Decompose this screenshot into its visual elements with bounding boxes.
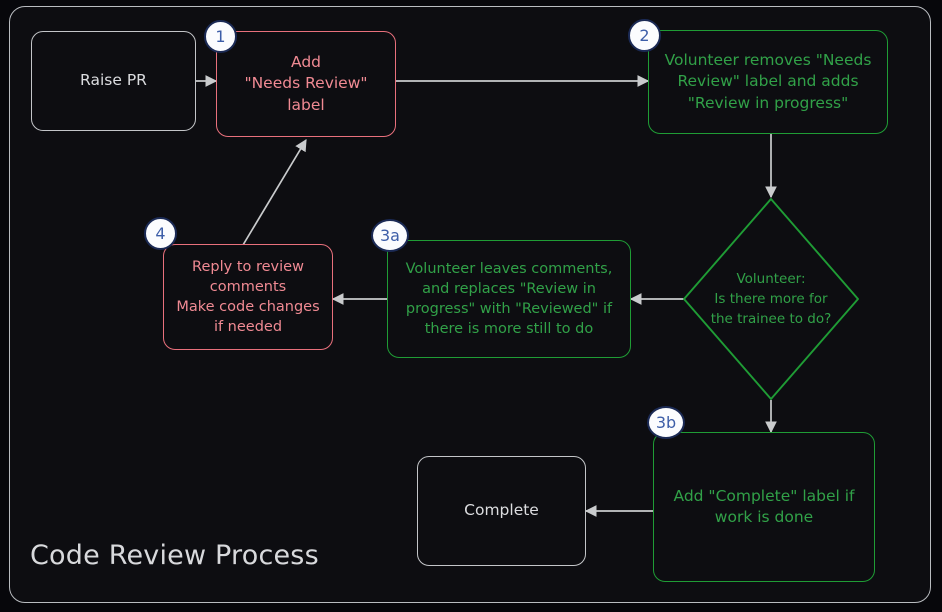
badge-2: 2 [628,19,661,52]
node-volunteer-comments-label: Volunteer leaves comments,and replaces "… [405,261,613,337]
diagram-title: Code Review Process [30,540,319,571]
node-raise-pr-label: Raise PR [80,71,147,90]
node-raise-pr[interactable]: Raise PR [31,31,196,131]
badge-4: 4 [144,217,177,250]
badge-1: 1 [204,20,237,53]
badge-3b: 3b [647,406,685,439]
node-add-label[interactable]: Add"Needs Review"label [216,31,396,137]
decision-diamond-shape [683,198,859,400]
node-add-label-label: Add"Needs Review"label [244,52,368,114]
badge-3a: 3a [371,219,409,252]
node-volunteer-comments[interactable]: Volunteer leaves comments,and replaces "… [387,240,631,358]
node-complete-label: Complete [464,501,539,520]
node-complete[interactable]: Complete [417,456,586,566]
